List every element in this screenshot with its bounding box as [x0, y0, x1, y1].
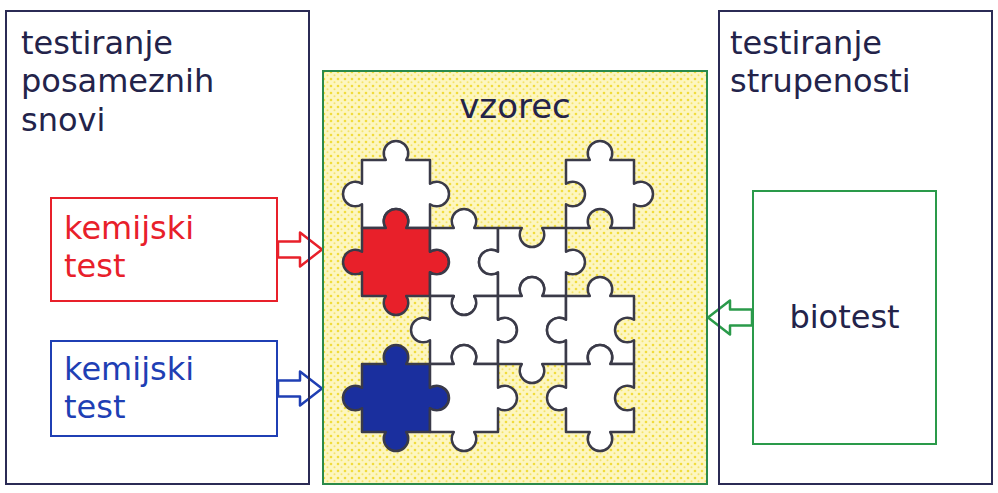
heading: kemijski test [64, 350, 264, 427]
biotest-box: biotest [752, 190, 937, 445]
puzzle-piece [547, 345, 634, 451]
panel: testiranje strupenosti biotest [718, 10, 993, 485]
panel: testiranje posameznih snovi kemijski test… [5, 10, 310, 485]
block-arrow [278, 233, 322, 267]
test-box: kemijski test [50, 340, 278, 437]
test-box: kemijski test [50, 197, 278, 302]
block-arrow [278, 371, 322, 405]
heading: vzorec [335, 86, 695, 127]
box-label: biotest [789, 298, 899, 336]
puzzle-piece [430, 345, 517, 451]
puzzle-piece [343, 345, 449, 451]
heading: kemijski test [64, 209, 264, 286]
sample-panel: vzorec [322, 70, 708, 485]
puzzle-piece [566, 141, 653, 228]
heading: testiranje posameznih snovi [21, 24, 261, 139]
heading: testiranje strupenosti [730, 24, 981, 101]
yellow-ground [324, 72, 706, 483]
block-arrow [708, 301, 752, 335]
